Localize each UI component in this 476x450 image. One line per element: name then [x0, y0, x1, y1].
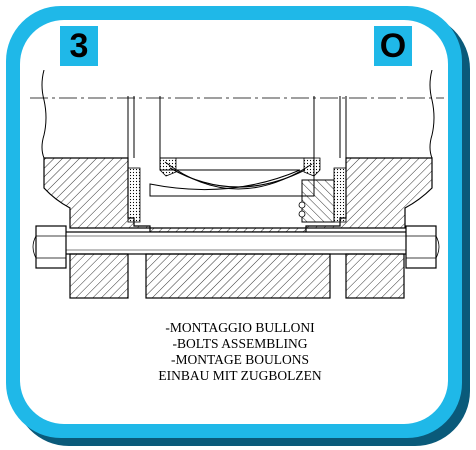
caption-line-german: EINBAU MIT ZUGBOLZEN — [158, 368, 322, 383]
caption-block: -MONTAGGIO BULLONI -BOLTS ASSEMBLING -MO… — [60, 320, 420, 384]
pipe-left-break — [41, 70, 47, 159]
pipe-right-break — [429, 70, 435, 159]
ball-curve-outer — [164, 161, 313, 190]
seat-right-dotted — [333, 167, 347, 223]
cross-section-drawing — [30, 70, 444, 299]
step-number-badge — [60, 26, 98, 66]
nut-left — [32, 225, 67, 269]
seat-ring-left — [159, 157, 177, 177]
o-ring — [298, 210, 306, 218]
code-letter: O — [379, 27, 407, 65]
caption-line-french: -MONTAGE BOULONS — [170, 352, 310, 367]
step-number: 3 — [69, 27, 89, 65]
lower-flange-center — [145, 253, 331, 299]
lower-flange-right — [345, 253, 405, 299]
seat-ring-right — [303, 157, 321, 177]
lower-flange-left — [69, 253, 129, 299]
seat-cavity — [149, 157, 315, 197]
seat-left-dotted — [127, 167, 141, 223]
insert-block-right — [301, 179, 335, 223]
caption-line-italian: -MONTAGGIO BULLONI — [165, 320, 315, 335]
code-letter-badge — [374, 26, 412, 66]
bolt-rod — [59, 231, 413, 255]
nut-right — [405, 225, 440, 269]
frame-inner-panel — [20, 20, 448, 424]
o-ring — [298, 201, 306, 209]
caption-line-english: -BOLTS ASSEMBLING — [172, 336, 308, 351]
